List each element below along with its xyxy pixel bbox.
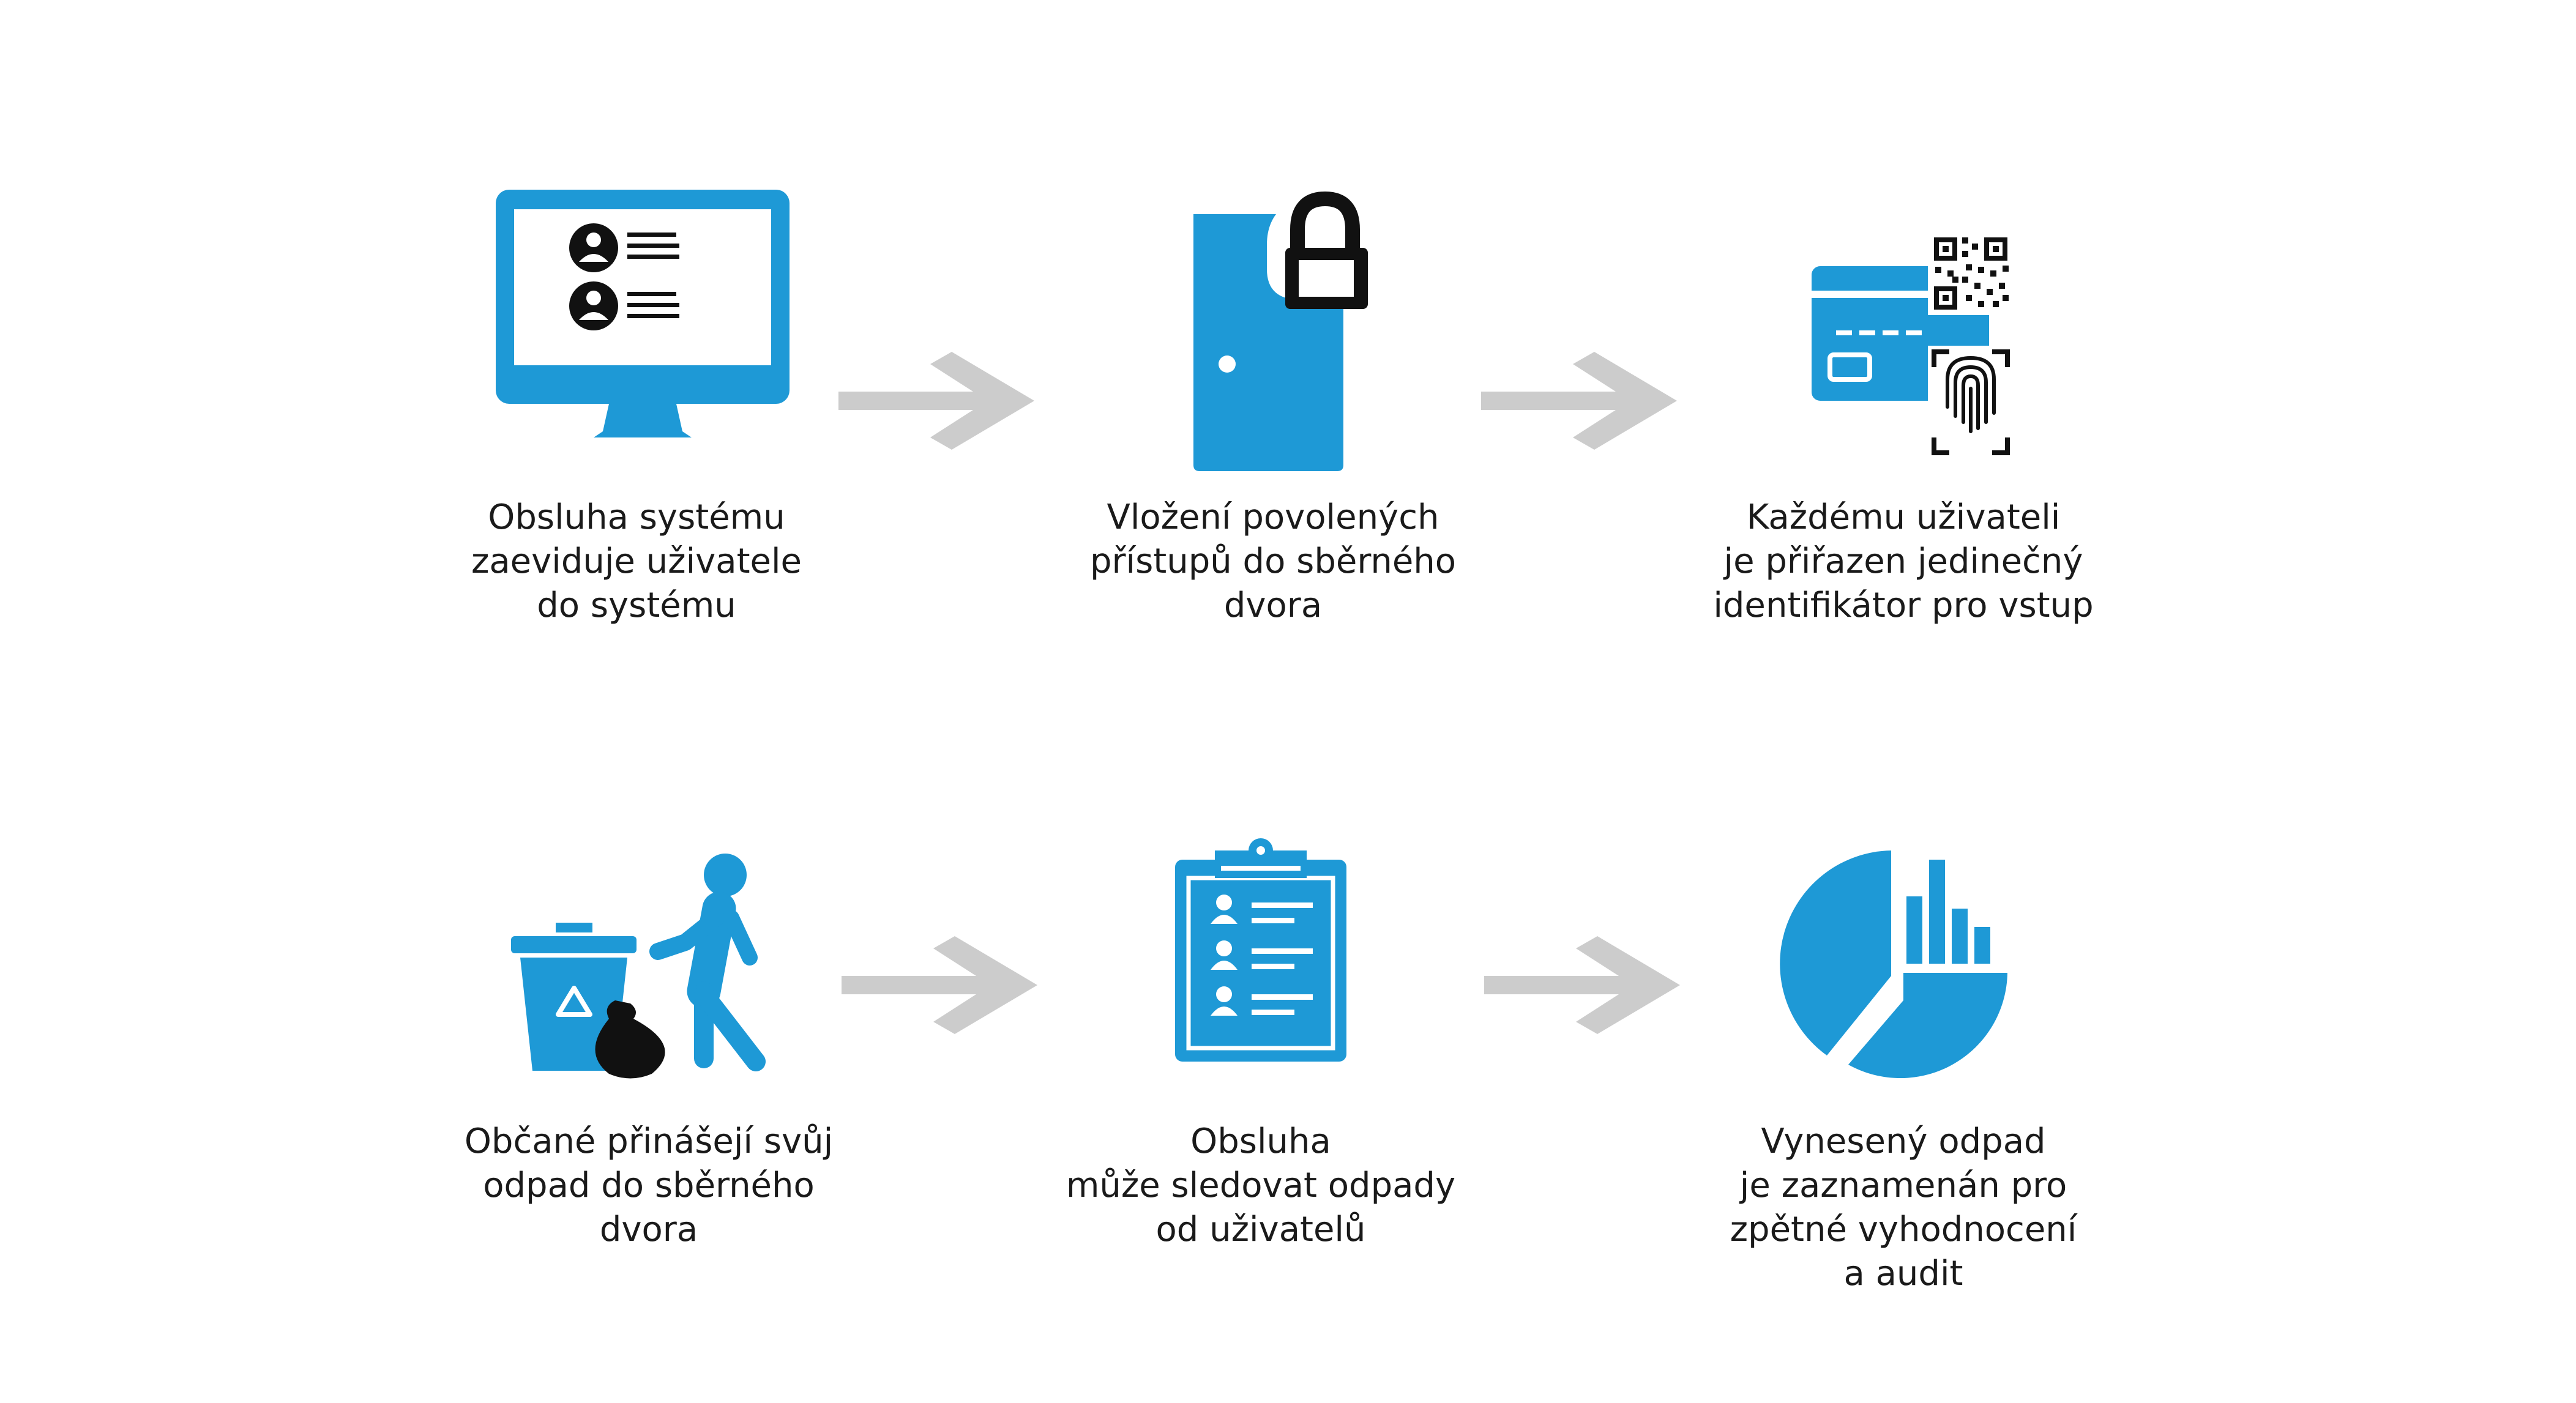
card-qr-fingerprint-icon: [1812, 233, 2014, 459]
arrow-right-icon: [1484, 936, 1680, 1034]
step-caption-bring-waste: Občané přinášejí svůj odpad do sběrného …: [464, 1122, 834, 1249]
arrow-right-icon: [842, 936, 1037, 1034]
computer-monitor-users-icon: [496, 190, 790, 437]
step-caption-register-users: Obsluha systému zaeviduje uživatele do s…: [471, 497, 802, 625]
clipboard-users-icon: [1175, 838, 1346, 1062]
step-caption-set-access: Vložení povolených přístupů do sběrného …: [1089, 497, 1457, 625]
arrow-right-icon: [1481, 352, 1677, 450]
step-caption-assign-identifier: Každému uživateli je přiřazen jedinečný …: [1713, 497, 2094, 625]
step-caption-record-audit: Vynesený odpad je zaznamenán pro zpětné …: [1730, 1122, 2077, 1293]
pie-bar-chart-icon: [1780, 850, 2007, 1079]
door-lock-icon: [1193, 191, 1368, 471]
recycle-bin-person-bag-icon: [511, 854, 766, 1079]
arrow-right-icon: [838, 352, 1034, 450]
step-caption-track-waste: Obsluha může sledovat odpady od uživatel…: [1066, 1122, 1456, 1249]
